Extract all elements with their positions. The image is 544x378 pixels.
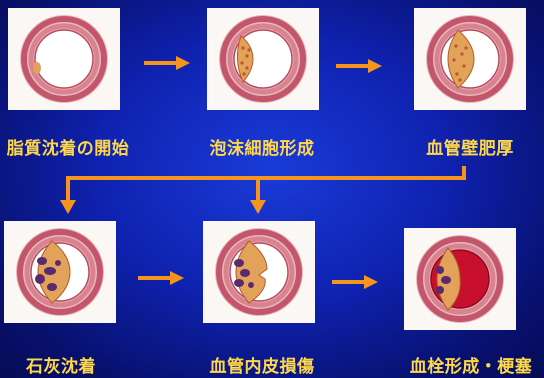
arrow-row-connector <box>56 162 476 216</box>
arrow-1-to-2 <box>144 55 190 71</box>
vessel-image-thicken <box>414 8 526 110</box>
vessel-image-thrombus <box>404 228 516 330</box>
step-label-lipid: 脂質沈着の開始 <box>7 134 130 159</box>
step-label-foam: 泡沫細胞形成 <box>210 134 315 159</box>
vessel-image-calcify <box>4 221 116 323</box>
vessel-image-endothel <box>203 221 315 323</box>
arrow-2-to-3 <box>336 58 382 74</box>
step-label-endothel: 血管内皮損傷 <box>210 352 315 377</box>
arrow-4-to-5 <box>138 270 184 286</box>
vessel-image-lipid <box>8 8 120 110</box>
step-label-thicken: 血管壁肥厚 <box>426 134 514 159</box>
step-label-thrombus: 血栓形成・梗塞 <box>410 352 533 377</box>
arrow-5-to-6 <box>332 274 378 290</box>
vessel-image-foam <box>207 8 319 110</box>
step-label-calcify: 石灰沈着 <box>26 352 96 377</box>
